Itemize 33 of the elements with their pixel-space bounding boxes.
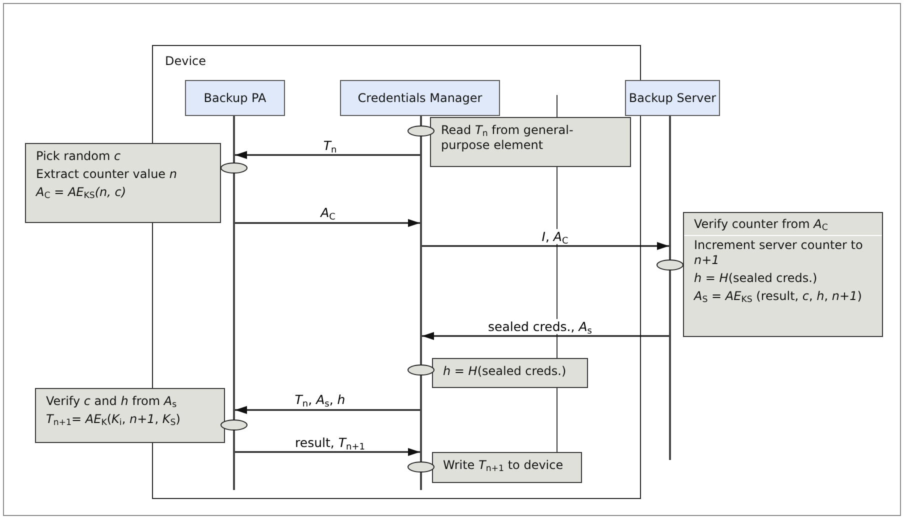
note-text: Verify c and h from A$_{s}$: [46, 394, 178, 409]
message-arrow: [235, 151, 420, 159]
participant-box: [625, 80, 720, 116]
participant-box: [340, 80, 500, 116]
message-arrow: [235, 406, 420, 414]
note-text: Write T$_{n+1}$ to device: [443, 458, 564, 473]
message-arrow: [422, 242, 669, 250]
note-box: [432, 358, 588, 388]
note-box: [35, 388, 225, 443]
device-label: Device: [165, 54, 206, 68]
note-text: T$_{n+1}$= AE$_{K}$(K$_{i}$, n+1, K$_{S}$): [46, 412, 182, 427]
note-box: [683, 212, 883, 337]
participant-name: Credentials Manager: [356, 90, 484, 106]
participant-box: [185, 80, 285, 116]
participant-name: Backup PA: [202, 90, 268, 106]
note-text: Verify counter from A$_{C}$: [694, 217, 829, 232]
note-text: Extract counter value n: [36, 167, 178, 182]
message-arrow: [235, 219, 420, 227]
note-text: h = H(sealed creds.): [443, 364, 568, 379]
note-box: [432, 452, 582, 483]
participant-name: Backup Server: [628, 90, 718, 106]
lifeline: [669, 116, 671, 460]
lifeline: [420, 116, 422, 490]
note-box: [430, 117, 631, 167]
note-text: A$_{S}$ = AE$_{KS}$ (result, c, h, n+1): [694, 289, 863, 304]
note-text: h = H(sealed creds.): [694, 271, 818, 286]
note-text: Read T$_{n}$ from general-purpose element: [441, 123, 574, 153]
note-text: A$_{C}$ = AE$_{KS}$(n, c): [36, 185, 128, 200]
message-arrow: [235, 448, 420, 456]
note-text: Pick random c: [36, 149, 122, 164]
note-box: [25, 143, 221, 223]
lifeline: [233, 116, 235, 490]
message-arrow: [422, 332, 669, 340]
